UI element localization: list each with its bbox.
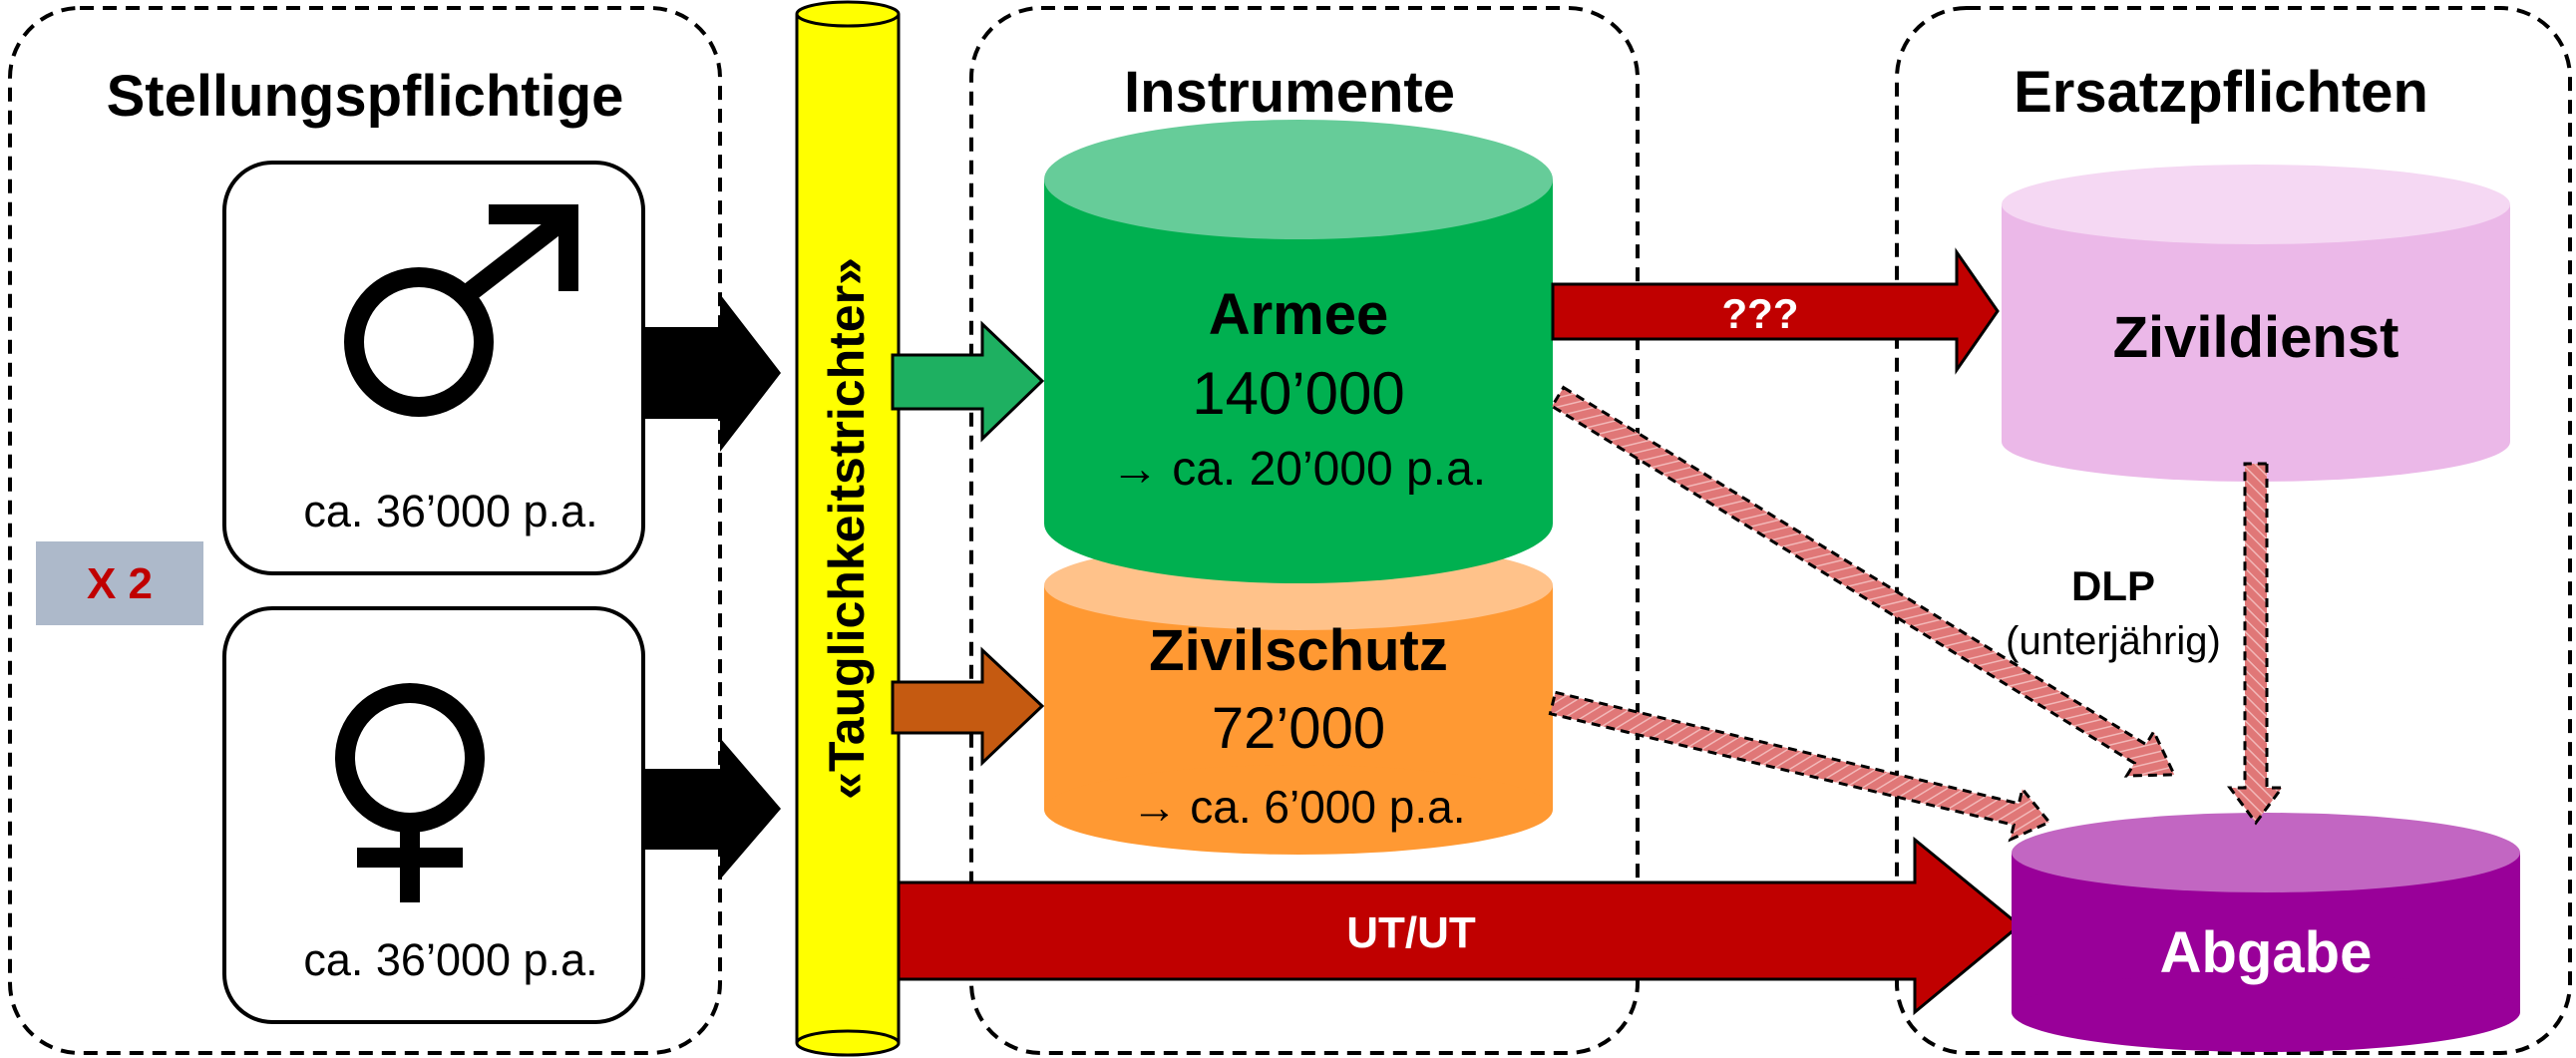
zivilschutz-per-year: → ca. 6’000 p.a.: [1132, 781, 1466, 833]
male-to-funnel-arrow: [641, 294, 781, 452]
female-symbol-icon: [335, 683, 485, 902]
zivildienst-to-abgabe-dashed-arrow: [2227, 462, 2285, 826]
dlp-label: DLP: [2071, 562, 2155, 609]
female-count-label: ca. 36’000 p.a.: [303, 934, 597, 985]
middle-section-title: Instrumente: [1124, 60, 1455, 125]
zivilschutz-cylinder: Zivilschutz 72’000 → ca. 6’000 p.a.: [1044, 540, 1553, 855]
section-box-middle: [969, 6, 1640, 1055]
zivildienst-name: Zivildienst: [2113, 305, 2399, 370]
male-person-box: ca. 36’000 p.a.: [222, 161, 645, 575]
funnel-to-abgabe-arrow: [876, 836, 2023, 1016]
funnel-to-abgabe-label: UT/UT: [1346, 908, 1476, 957]
zivilschutz-total: 72’000: [1212, 696, 1385, 761]
funnel-to-zivilschutz-arrow: [891, 646, 1045, 767]
male-count-label: ca. 36’000 p.a.: [303, 486, 597, 536]
funnel-to-armee-arrow: [891, 320, 1045, 443]
armee-per-year: → ca. 20’000 p.a.: [1111, 443, 1486, 496]
zivildienst-cylinder: Zivildienst: [2002, 165, 2510, 482]
multiplier-badge: [36, 541, 203, 625]
zivilschutz-name: Zivilschutz: [1149, 618, 1448, 683]
multiplier-label: X 2: [87, 559, 153, 608]
female-person-box: ca. 36’000 p.a.: [222, 606, 645, 1024]
funnel-label: «Tauglichkeitstrichter»: [819, 257, 875, 800]
section-box-left: [8, 6, 722, 1055]
abgabe-cylinder: Abgabe: [2012, 813, 2520, 1052]
armee-to-abgabe-dashed-arrow: [1550, 385, 2177, 778]
suitability-funnel: «Tauglichkeitstrichter»: [795, 0, 901, 1057]
abgabe-name: Abgabe: [2160, 920, 2373, 985]
armee-cylinder: Armee 140’000 → ca. 20’000 p.a.: [1044, 120, 1553, 583]
dlp-note: (unterjährig): [2006, 619, 2221, 663]
female-to-funnel-arrow: [641, 738, 781, 880]
armee-name: Armee: [1209, 282, 1389, 347]
right-section-title: Ersatzpflichten: [2014, 60, 2428, 125]
zivilschutz-to-abgabe-dashed-arrow: [1548, 690, 2052, 843]
armee-to-zivildienst-label: ???: [1722, 290, 1799, 337]
left-section-title: Stellungspflichtige: [107, 64, 624, 129]
section-box-right: [1895, 6, 2572, 1055]
male-symbol-icon: [344, 204, 578, 417]
armee-total: 140’000: [1192, 360, 1405, 427]
armee-to-zivildienst-arrow: [1551, 247, 2000, 375]
